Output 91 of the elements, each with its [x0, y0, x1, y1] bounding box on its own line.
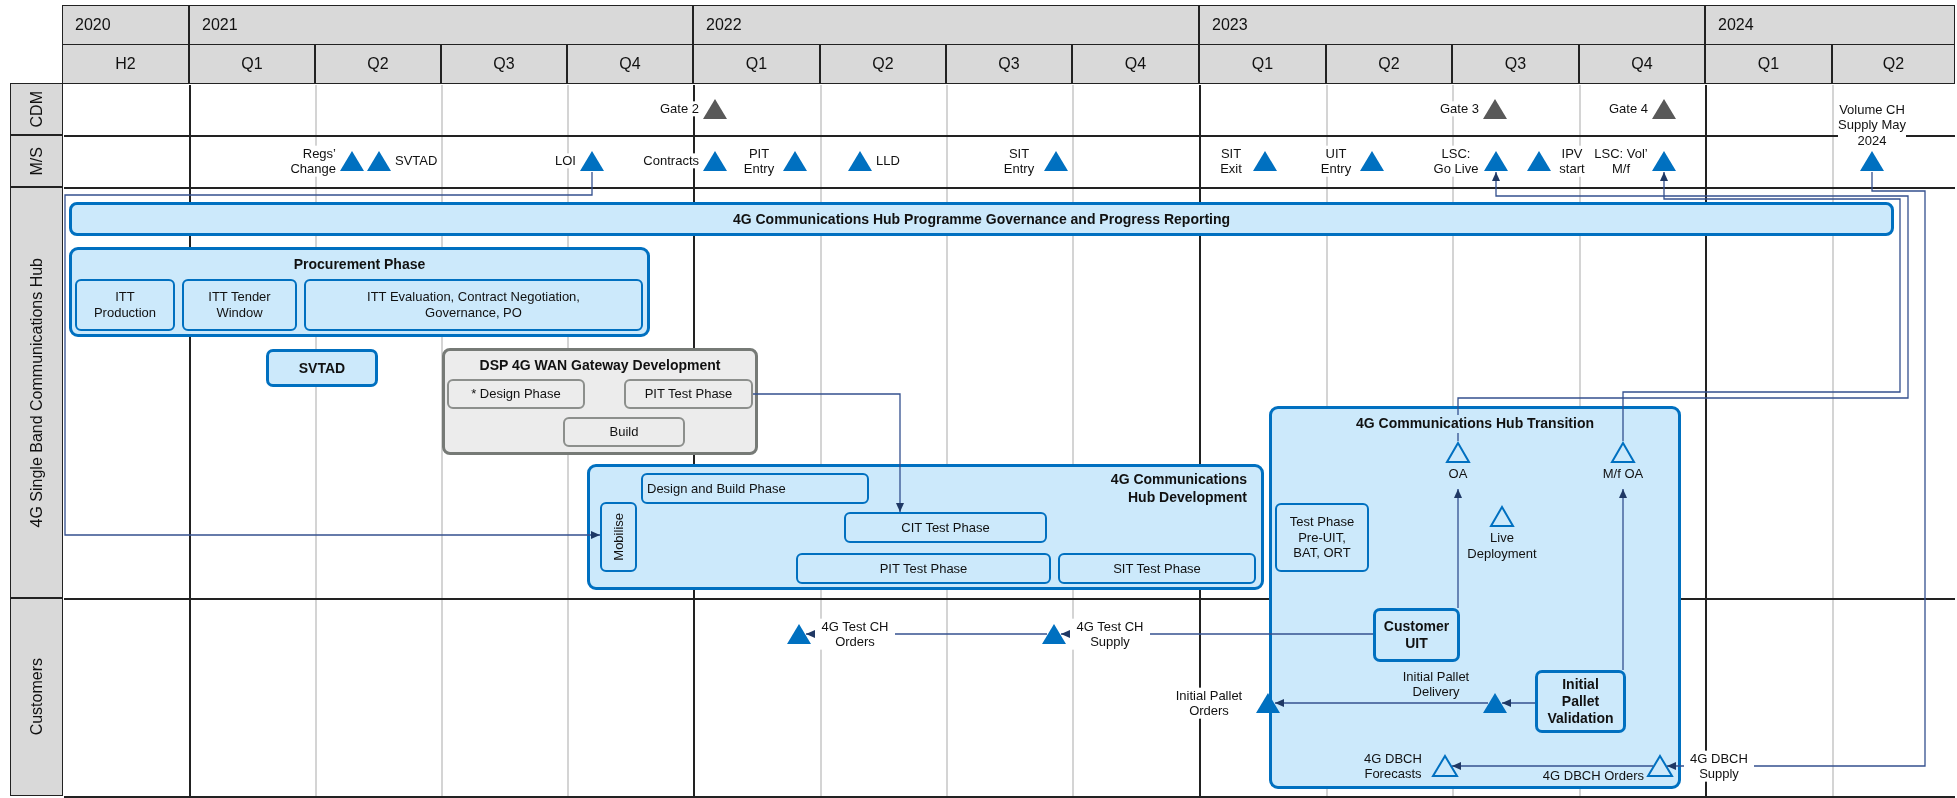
quarter-header: Q3 — [441, 44, 567, 84]
milestone-triangle — [1647, 755, 1673, 777]
quarter-header: Q2 — [315, 44, 441, 84]
lane-header: 4G Single Band Communications Hub — [10, 187, 63, 598]
phase-box: Mobilise — [600, 502, 637, 572]
phase-box: CIT Test Phase — [844, 512, 1047, 543]
year-header: 2023 — [1199, 5, 1705, 45]
milestone-label: Initial Pallet Delivery — [1401, 669, 1471, 700]
milestone-triangle — [786, 623, 812, 645]
year-header: 2024 — [1705, 5, 1955, 45]
milestone-triangle — [782, 150, 808, 172]
phase-box: Build — [563, 417, 685, 447]
milestone-triangle — [847, 150, 873, 172]
milestone-triangle — [1482, 98, 1508, 120]
year-header: 2022 — [693, 5, 1199, 45]
phase-box: PIT Test Phase — [624, 379, 753, 409]
quarter-header: Q4 — [1072, 44, 1199, 84]
milestone-triangle — [1859, 150, 1885, 172]
milestone-label: 4G Test CH Supply — [1070, 618, 1150, 650]
milestone-label: Gate 3 — [1439, 101, 1479, 117]
quarter-header: Q2 — [820, 44, 946, 84]
connector-arrow — [1666, 171, 1926, 770]
year-header: 2021 — [189, 5, 693, 45]
milestone-triangle — [579, 150, 605, 172]
phase-box: SIT Test Phase — [1058, 553, 1256, 584]
milestone-triangle — [1041, 623, 1067, 645]
milestone-triangle — [1651, 98, 1677, 120]
connector-arrow — [1451, 762, 1654, 770]
milestone-label: 4G DBCH Forecasts — [1363, 750, 1423, 782]
quarter-header: Q1 — [1705, 44, 1832, 84]
quarter-header: Q1 — [1199, 44, 1326, 84]
milestone-label: LOI — [555, 153, 576, 169]
edge-label: 4G DBCH Supply — [1684, 750, 1754, 782]
quarter-header: H2 — [62, 44, 189, 84]
activity-box: Customer UIT — [1373, 608, 1460, 662]
quarter-header: Q2 — [1832, 44, 1955, 84]
milestone-label: Contracts — [643, 153, 699, 169]
milestone-triangle — [1255, 692, 1281, 714]
milestone-triangle — [1432, 755, 1458, 777]
quarter-header: Q4 — [1579, 44, 1705, 84]
milestone-triangle — [1252, 150, 1278, 172]
phase-box: ITT Tender Window — [182, 279, 297, 331]
phase-group — [69, 247, 650, 337]
milestone-triangle — [1482, 692, 1508, 714]
connector-arrow — [752, 393, 904, 513]
connector-arrow — [1457, 171, 1909, 442]
connector-arrow — [1274, 699, 1489, 707]
phase-box: ITT Evaluation, Contract Negotiation, Governance, PO — [304, 279, 643, 331]
milestone-label: 4G Test CH Orders — [815, 618, 895, 650]
milestone-label: Gate 2 — [659, 101, 699, 117]
year-header: 2020 — [62, 5, 189, 45]
milestone-triangle — [1043, 150, 1069, 172]
milestone-triangle — [339, 150, 365, 172]
quarter-header: Q1 — [693, 44, 820, 84]
connector-arrow — [1619, 488, 1627, 671]
lane-header: CDM — [10, 83, 63, 135]
phase-box: ITT Production — [75, 279, 175, 331]
group-title: DSP 4G WAN Gateway Development — [479, 357, 721, 375]
activity-box: Initial Pallet Validation — [1535, 670, 1626, 733]
phase-group — [587, 464, 1264, 590]
lane-header: M/S — [10, 135, 63, 187]
quarter-header: Q3 — [946, 44, 1072, 84]
programme-bar: 4G Communications Hub Programme Governance and Progress Reporting — [69, 202, 1894, 236]
phase-group — [442, 348, 758, 455]
milestone-triangle — [702, 150, 728, 172]
lane-header: Customers — [10, 598, 63, 796]
group-title: 4G Communications Hub Transition — [1356, 415, 1594, 433]
milestone-label: Volume CH Supply May 2024 — [1838, 102, 1906, 148]
phase-box: Design and Build Phase — [641, 473, 869, 504]
milestone-triangle — [1359, 150, 1385, 172]
quarter-header: Q1 — [189, 44, 315, 84]
milestone-label: 4G DBCH Orders — [1542, 768, 1644, 784]
connector-arrow — [1622, 171, 1901, 442]
phase-box: PIT Test Phase — [796, 553, 1051, 584]
connector-arrow — [1454, 488, 1462, 609]
phase-box: Test Phase Pre-UIT, BAT, ORT — [1275, 503, 1369, 572]
milestone-triangle — [1651, 150, 1677, 172]
milestone-label: LSC: Go Live — [1432, 145, 1480, 177]
quarter-header: Q3 — [1452, 44, 1579, 84]
phase-group — [1269, 406, 1681, 789]
quarter-header: Q4 — [567, 44, 693, 84]
milestone-label: Live Deployment — [1465, 530, 1539, 562]
milestone-triangle — [702, 98, 728, 120]
phase-box: * Design Phase — [447, 379, 585, 409]
milestone-triangle — [1526, 150, 1552, 172]
quarter-header: Q2 — [1326, 44, 1452, 84]
milestone-triangle — [366, 150, 392, 172]
connector-arrow — [64, 171, 601, 539]
milestone-triangle — [1483, 150, 1509, 172]
activity-box: SVTAD — [266, 349, 378, 387]
connector-arrow — [1501, 699, 1536, 707]
